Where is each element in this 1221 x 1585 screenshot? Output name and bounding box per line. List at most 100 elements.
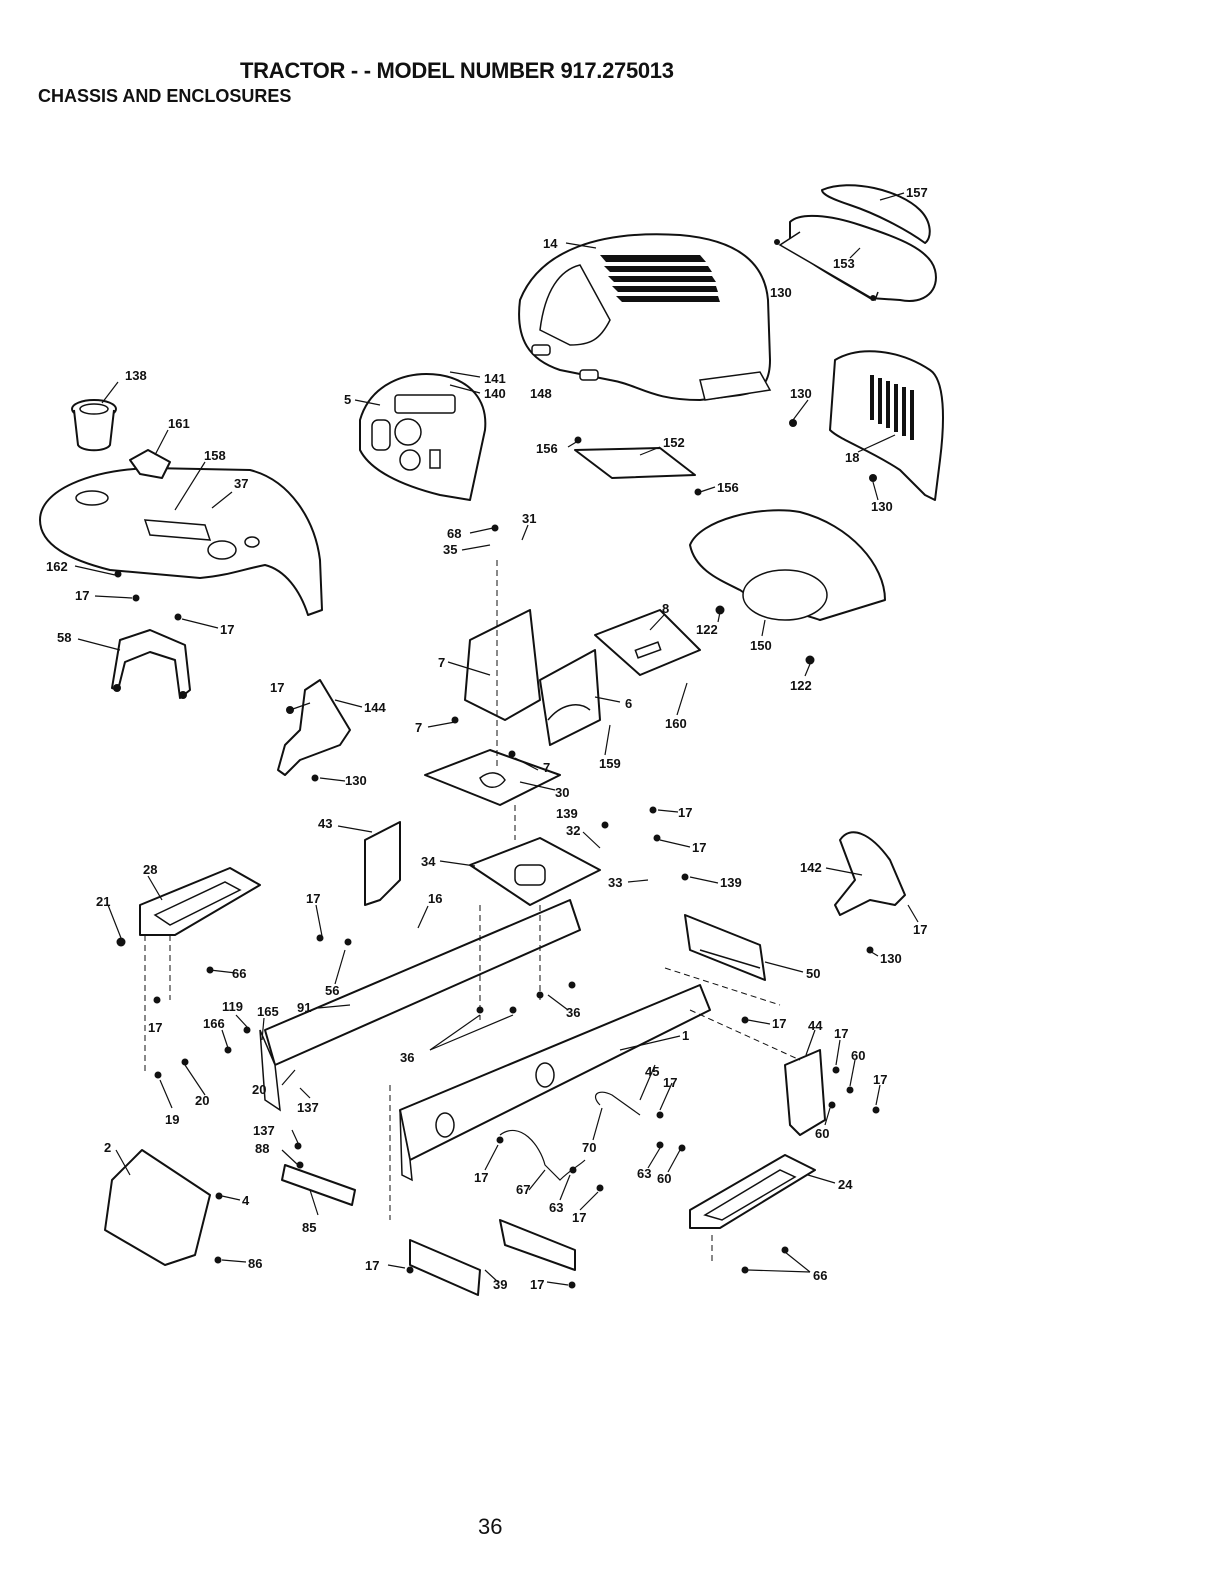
part-label: 17 [270, 680, 284, 695]
part-label: 66 [232, 966, 246, 981]
part-label: 20 [252, 1082, 266, 1097]
part-label: 6 [625, 696, 632, 711]
part-label: 16 [428, 891, 442, 906]
page-number: 36 [478, 1514, 503, 1539]
rear-bracket-part [784, 1049, 826, 1136]
part-label: 157 [906, 185, 928, 200]
part-label: 5 [344, 392, 351, 407]
part-label: 156 [717, 480, 739, 495]
part-label: 17 [306, 891, 320, 906]
lower-plate-part [104, 1149, 211, 1266]
part-label: 18 [845, 450, 859, 465]
part-label: 162 [46, 559, 68, 574]
part-label: 17 [474, 1170, 488, 1185]
part-label: 2 [104, 1140, 111, 1155]
part-label: 30 [555, 785, 569, 800]
part-label: 142 [800, 860, 822, 875]
part-label: 17 [873, 1072, 887, 1087]
part-label: 58 [57, 630, 71, 645]
assembly-lines [144, 560, 801, 1265]
part-label: 37 [234, 476, 248, 491]
part-label: 17 [834, 1026, 848, 1041]
part-label: 139 [720, 875, 742, 890]
steering-bracket-part [277, 679, 351, 776]
hood-rear-panel-part [774, 214, 937, 302]
part-label: 141 [484, 371, 506, 386]
part-label: 7 [438, 655, 445, 670]
hood-part [518, 233, 772, 401]
hitch-bracket-part [364, 821, 401, 906]
frame-left-part [259, 899, 581, 1112]
dashboard-part [359, 373, 487, 501]
part-label: 7 [543, 760, 550, 775]
part-label: 35 [443, 542, 457, 557]
part-label: 17 [572, 1210, 586, 1225]
part-label: 130 [345, 773, 367, 788]
fender-part [39, 449, 323, 616]
right-footrest-part [689, 1154, 816, 1229]
part-label: 17 [678, 805, 692, 820]
part-label: 17 [75, 588, 89, 603]
part-label: 36 [400, 1050, 414, 1065]
part-label: 130 [790, 386, 812, 401]
steering-support-right-part [834, 831, 906, 916]
part-label: 44 [808, 1018, 823, 1033]
hood-cap-part [821, 184, 931, 244]
part-label: 148 [530, 386, 552, 401]
part-label: 14 [543, 236, 558, 251]
part-label: 156 [536, 441, 558, 456]
leader-lines [74, 192, 919, 1286]
part-label: 20 [195, 1093, 209, 1108]
part-label: 24 [838, 1177, 853, 1192]
part-label: 17 [692, 840, 706, 855]
grille-part [829, 350, 944, 501]
part-label: 17 [772, 1016, 786, 1031]
part-label: 43 [318, 816, 332, 831]
part-label: 165 [257, 1004, 279, 1019]
part-label: 21 [96, 894, 110, 909]
frame-right-part [399, 984, 711, 1182]
part-label: 88 [255, 1141, 269, 1156]
part-label: 32 [566, 823, 580, 838]
part-label: 91 [297, 1000, 311, 1015]
part-label: 153 [833, 256, 855, 271]
part-label: 63 [637, 1166, 651, 1181]
section-title: CHASSIS AND ENCLOSURES [38, 86, 292, 106]
part-label: 17 [913, 922, 927, 937]
part-label: 17 [148, 1020, 162, 1035]
part-label: 63 [549, 1200, 563, 1215]
part-label: 36 [566, 1005, 580, 1020]
part-label: 17 [663, 1075, 677, 1090]
part-label: 17 [220, 622, 234, 637]
part-label: 150 [750, 638, 772, 653]
part-label: 17 [365, 1258, 379, 1273]
part-label: 67 [516, 1182, 530, 1197]
lower-bracket-a-part [409, 1239, 481, 1296]
shift-lever-part [499, 1091, 641, 1181]
cover-plate-part [574, 447, 696, 479]
console-panel-part [424, 609, 701, 806]
part-label: 161 [168, 416, 190, 431]
part-label: 139 [556, 806, 578, 821]
part-label: 68 [447, 526, 461, 541]
part-label: 122 [790, 678, 812, 693]
part-label: 1 [682, 1028, 689, 1043]
left-footrest-part [139, 867, 261, 936]
part-label: 39 [493, 1277, 507, 1292]
lower-bracket-b-part [499, 1219, 576, 1271]
grille-slots [870, 375, 914, 440]
part-label: 122 [696, 622, 718, 637]
part-label: 158 [204, 448, 226, 463]
part-label: 56 [325, 983, 339, 998]
part-label: 45 [645, 1064, 659, 1079]
part-label: 85 [302, 1220, 316, 1235]
part-label: 66 [813, 1268, 827, 1283]
part-label: 137 [253, 1123, 275, 1138]
part-label: 70 [582, 1140, 596, 1155]
part-label: 50 [806, 966, 820, 981]
part-label: 166 [203, 1016, 225, 1031]
part-labels: 14 157 153 130 138 141 140 148 130 5 161… [46, 185, 928, 1292]
part-label: 130 [770, 285, 792, 300]
part-label: 130 [880, 951, 902, 966]
